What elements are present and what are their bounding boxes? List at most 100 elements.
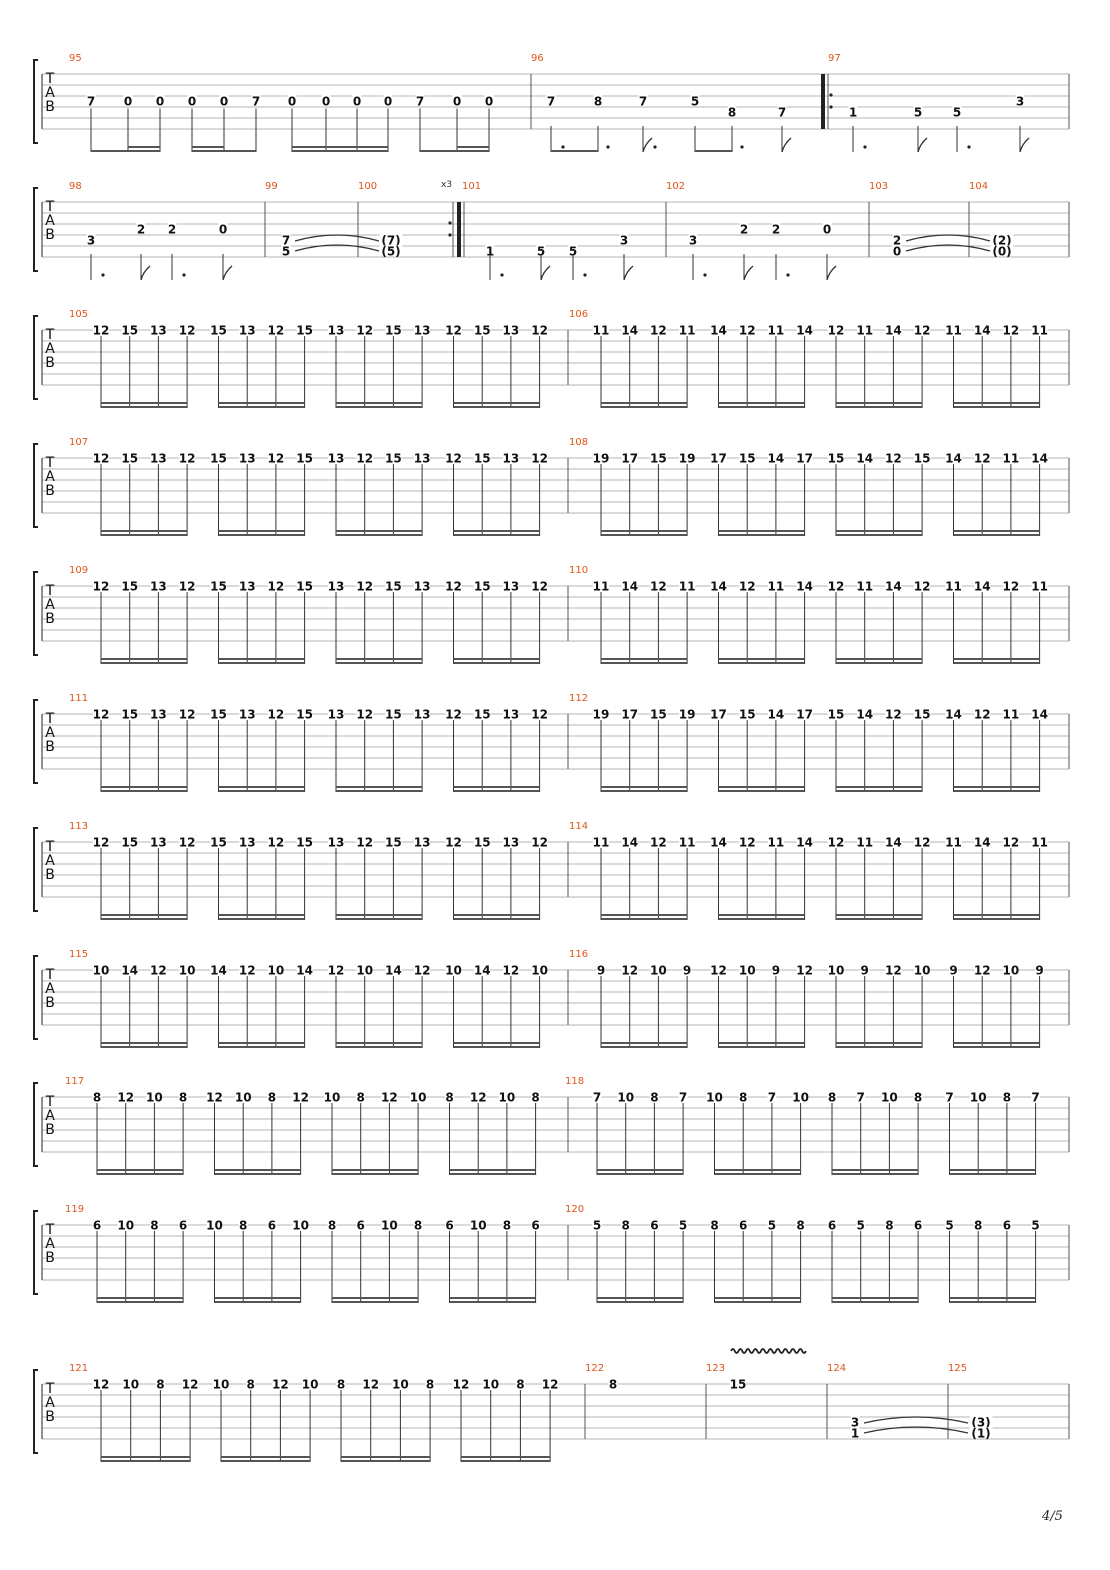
fret-number: 10 [381, 1219, 398, 1233]
fret-bg [974, 452, 991, 464]
fret-number: 14 [856, 452, 873, 466]
fret-number: 5 [593, 1219, 601, 1233]
fret-number: 13 [503, 580, 520, 594]
fret-number: 12 [445, 580, 462, 594]
beam [718, 1046, 805, 1048]
fret-number: 10 [235, 1091, 252, 1105]
fret-bg [445, 1091, 454, 1103]
fret-bg [292, 1219, 309, 1231]
fret-bg [974, 324, 991, 336]
rhythm-dot [786, 273, 790, 277]
fret-number: 12 [268, 324, 285, 338]
system-bracket [33, 187, 38, 272]
fret-bg [650, 452, 667, 464]
beam [218, 402, 305, 404]
fret-number: 12 [179, 708, 196, 722]
fret-number: 12 [621, 964, 638, 978]
fret-number: 8 [622, 1219, 630, 1233]
fret-number: (3) [971, 1416, 990, 1430]
fret-bg [974, 708, 991, 720]
fret-number: 10 [470, 1219, 487, 1233]
beam [449, 1301, 536, 1303]
measure-number: 125 [948, 1363, 967, 1374]
fret-number: 10 [324, 1091, 341, 1105]
fret-bg [710, 964, 727, 976]
fret-number: 14 [856, 708, 873, 722]
fret-bg [1015, 95, 1025, 107]
fret-bg [945, 324, 962, 336]
fret-bg [502, 964, 519, 976]
fret-number: 12 [1003, 324, 1020, 338]
fret-bg [531, 708, 548, 720]
rhythm-dot [500, 273, 504, 277]
beam [953, 406, 1040, 408]
fret-bg [356, 452, 373, 464]
rhythm-dot [829, 93, 833, 97]
beam [953, 402, 1040, 404]
fret-number: 5 [914, 106, 922, 120]
fret-number: 5 [282, 245, 290, 259]
fret-bg [650, 708, 667, 720]
fret-number: 12 [356, 708, 373, 722]
fret-bg [767, 708, 784, 720]
fret-number: 14 [1031, 708, 1048, 722]
fret-bg [706, 1091, 723, 1103]
fret-number: 12 [914, 580, 931, 594]
fret-number: 12 [268, 452, 285, 466]
fret-number: 10 [706, 1091, 723, 1105]
fret-number: 11 [593, 836, 610, 850]
fret-number: 8 [531, 1091, 539, 1105]
fret-bg [150, 836, 167, 848]
fret-number: 12 [531, 708, 548, 722]
fret-number: 15 [474, 708, 491, 722]
beam [601, 402, 688, 404]
fret-bg [210, 580, 227, 592]
fret-bg [949, 964, 958, 976]
beam [101, 1046, 188, 1048]
fret-bg [914, 964, 931, 976]
beam [332, 1301, 419, 1303]
fret-bg [267, 964, 284, 976]
beam [101, 406, 188, 408]
fret-bg [531, 580, 548, 592]
fret-number: 10 [302, 1378, 319, 1392]
fret-bg [1002, 1219, 1012, 1231]
beam [218, 786, 305, 788]
fret-number: 12 [239, 964, 256, 978]
beam [953, 658, 1040, 660]
beam [214, 1301, 301, 1303]
fret-bg [179, 708, 196, 720]
beam [336, 914, 423, 916]
fret-bg [474, 836, 491, 848]
fret-bg [688, 234, 698, 246]
fret-number: 8 [516, 1378, 524, 1392]
fret-number: 2 [772, 223, 780, 237]
fret-number: 8 [156, 1378, 164, 1392]
fret-number: 9 [772, 964, 780, 978]
beam [336, 918, 423, 920]
beam [836, 1042, 923, 1044]
fret-bg [850, 1427, 860, 1439]
fret-bg [167, 223, 177, 235]
fret-bg [828, 836, 844, 848]
tab-clef-letter: T [45, 839, 55, 855]
fret-number: 8 [337, 1378, 345, 1392]
fret-number: 13 [414, 836, 431, 850]
fret-number: 7 [416, 95, 424, 109]
tab-clef-letter: A [45, 341, 55, 357]
fret-bg [990, 245, 1014, 257]
fret-bg [474, 324, 491, 336]
fret-number: 0 [188, 95, 196, 109]
fret-bg [608, 1378, 618, 1390]
fret-number: 14 [385, 964, 402, 978]
beam [214, 1169, 301, 1171]
beam [336, 534, 423, 536]
fret-number: 12 [268, 836, 285, 850]
fret-number: 12 [1003, 836, 1020, 850]
fret-number: 6 [739, 1219, 747, 1233]
fret-bg [531, 452, 548, 464]
fret-bg [884, 1219, 894, 1231]
rhythm-dot [561, 145, 565, 149]
fret-number: 12 [356, 580, 373, 594]
